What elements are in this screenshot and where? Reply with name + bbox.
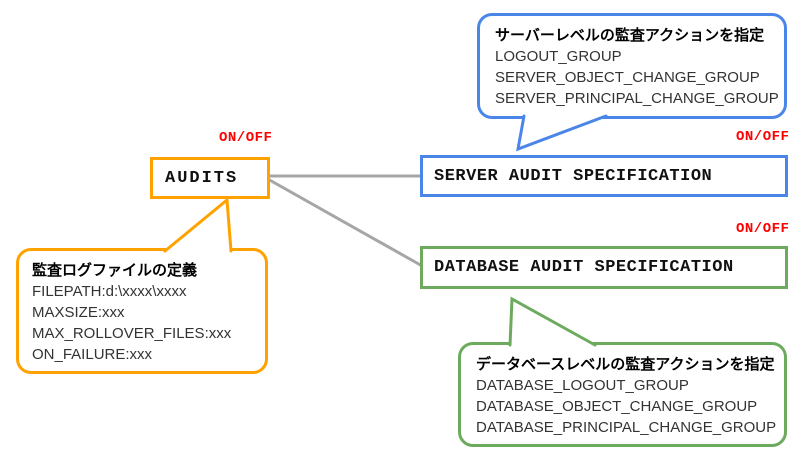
server-callout-tail (518, 114, 607, 149)
database-audit-specification-box: DATABASE AUDIT SPECIFICATION (420, 246, 788, 289)
audit-log-file-item: FILEPATH:d:\xxxx\xxxx (32, 283, 187, 300)
server-actions-item: LOGOUT_GROUP (495, 48, 622, 65)
database-spec-onoff-label: ON/OFF (736, 221, 790, 237)
database-callout-tail-stroke (508, 296, 597, 347)
audit-log-file-item: MAXSIZE:xxx (32, 304, 125, 321)
database-callout-tail (509, 299, 596, 347)
audit-log-file-callout-title: 監査ログファイルの定義 (32, 262, 198, 279)
database-actions-callout: データベースレベルの監査アクションを指定 DATABASE_LOGOUT_GRO… (458, 342, 787, 447)
file-callout-tail (164, 200, 232, 253)
database-actions-item: DATABASE_PRINCIPAL_CHANGE_GROUP (476, 419, 777, 436)
audit-log-file-item: MAX_ROLLOVER_FILES:xxx (32, 325, 232, 342)
audit-log-file-callout: 監査ログファイルの定義 FILEPATH:d:\xxxx\xxxx MAXSIZ… (16, 248, 268, 374)
audits-box: AUDITS (150, 157, 270, 199)
server-audit-specification-box: SERVER AUDIT SPECIFICATION (420, 155, 788, 197)
connector-audits-to-database (265, 176, 425, 269)
audit-log-file-item: ON_FAILURE:xxx (32, 346, 153, 363)
database-actions-item: DATABASE_OBJECT_CHANGE_GROUP (476, 398, 758, 415)
server-audit-specification-label: SERVER AUDIT SPECIFICATION (434, 166, 713, 186)
server-callout-tail-stroke (516, 114, 608, 152)
audits-onoff-label: ON/OFF (219, 130, 273, 146)
server-actions-item: SERVER_PRINCIPAL_CHANGE_GROUP (495, 90, 779, 107)
server-actions-callout-title: サーバーレベルの監査アクションを指定 (495, 27, 765, 44)
file-callout-tail-stroke (163, 197, 233, 253)
database-actions-callout-title: データベースレベルの監査アクションを指定 (476, 356, 775, 373)
server-actions-item: SERVER_OBJECT_CHANGE_GROUP (495, 69, 760, 86)
database-actions-item: DATABASE_LOGOUT_GROUP (476, 377, 689, 394)
server-actions-callout: サーバーレベルの監査アクションを指定 LOGOUT_GROUP SERVER_O… (477, 13, 787, 119)
database-audit-specification-label: DATABASE AUDIT SPECIFICATION (434, 258, 734, 277)
server-spec-onoff-label: ON/OFF (736, 129, 790, 145)
audits-box-label: AUDITS (165, 168, 239, 188)
